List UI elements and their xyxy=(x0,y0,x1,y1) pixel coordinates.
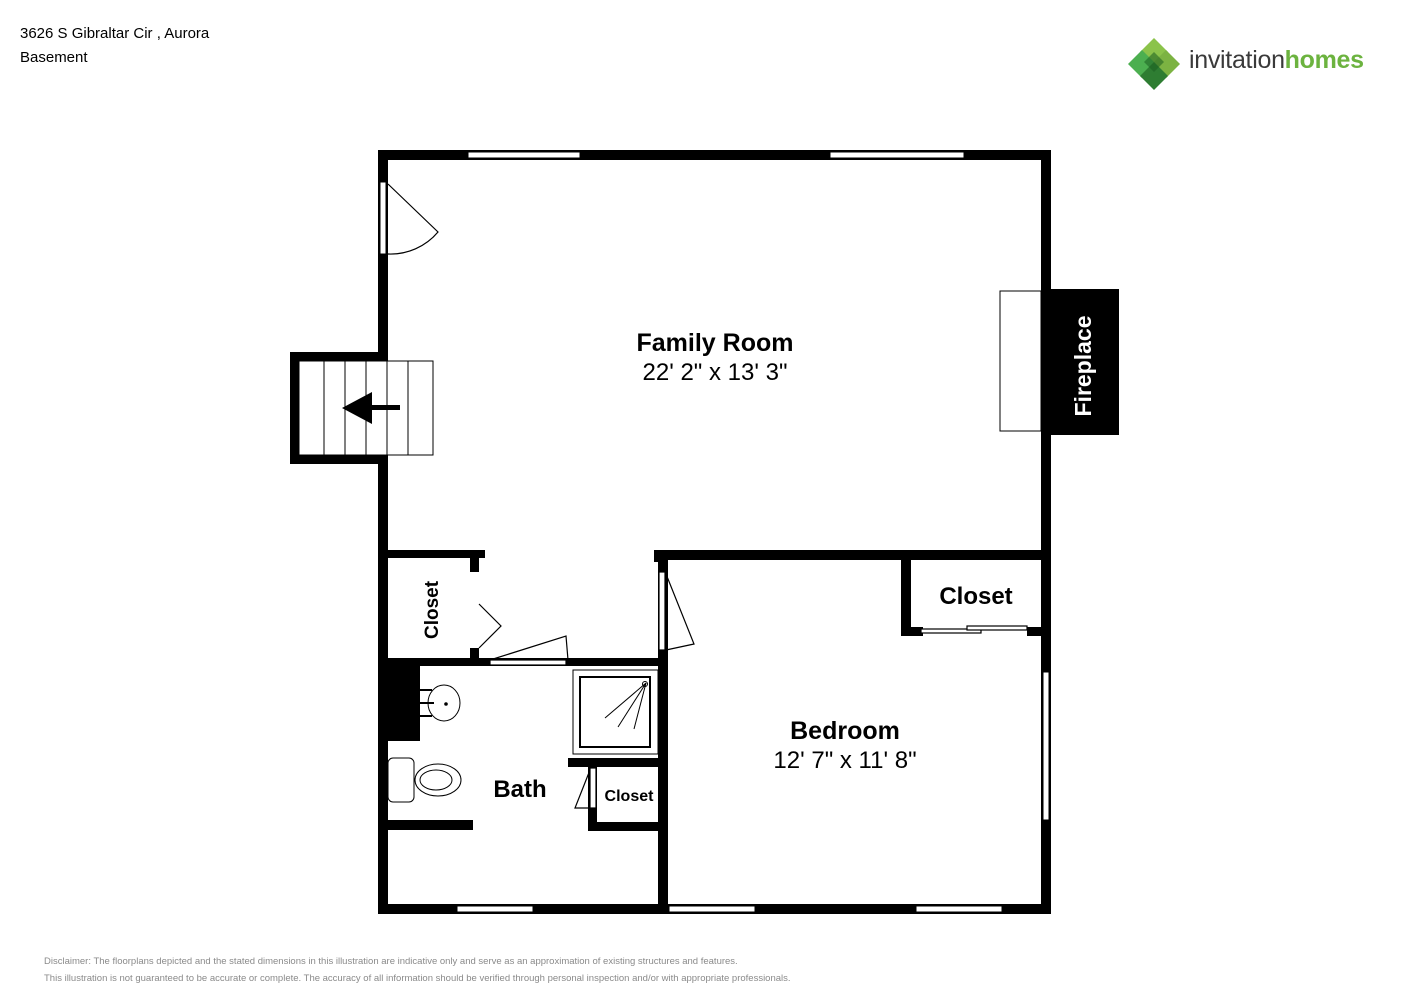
window xyxy=(1042,671,1050,821)
logo-wordmark: invitationhomes xyxy=(1189,46,1364,75)
sliding-door xyxy=(966,625,1028,631)
fireplace-label: Fireplace xyxy=(1070,316,1096,417)
door-swing xyxy=(489,635,569,661)
floor-label: Basement xyxy=(20,49,88,66)
door-leaf xyxy=(658,571,666,651)
disclaimer-line-2: This illustration is not guaranteed to b… xyxy=(44,973,791,984)
window xyxy=(668,905,756,913)
disclaimer: Disclaimer: The floorplans depicted and … xyxy=(44,953,791,987)
company-logo: invitationhomes xyxy=(1128,36,1388,92)
bath-closet-name: Closet xyxy=(605,788,655,805)
window xyxy=(915,905,1003,913)
door-opening xyxy=(379,181,387,255)
bath-name: Bath xyxy=(493,776,546,803)
door-leaf xyxy=(589,767,597,809)
fireplace-hearth xyxy=(999,290,1042,432)
header: 3626 S Gibraltar Cir , Aurora Basement xyxy=(20,22,209,70)
bedroom-closet-name: Closet xyxy=(939,583,1012,610)
toilet-icon xyxy=(387,757,462,803)
door-leaf xyxy=(489,659,567,666)
sliding-door xyxy=(920,628,982,634)
shower-icon xyxy=(572,669,659,755)
family-room-dims: 22' 2" x 13' 3" xyxy=(643,359,788,386)
logo-word-invitation: invitation xyxy=(1189,46,1285,74)
closet-door xyxy=(478,603,502,649)
bedroom-name: Bedroom xyxy=(790,717,900,745)
windows xyxy=(379,151,1050,913)
left-closet-name: Closet xyxy=(422,580,443,639)
stairs-arrow-icon xyxy=(342,392,400,424)
door-swing xyxy=(387,183,439,255)
window xyxy=(456,905,534,913)
disclaimer-line-1: Disclaimer: The floorplans depicted and … xyxy=(44,956,738,967)
bedroom-dims: 12' 7" x 11' 8" xyxy=(773,747,916,774)
window xyxy=(829,151,965,159)
window xyxy=(467,151,581,159)
logo-word-homes: homes xyxy=(1284,46,1364,74)
sink-icon xyxy=(420,684,461,722)
walls xyxy=(290,150,1119,914)
family-room-name: Family Room xyxy=(637,329,794,357)
door-swing xyxy=(574,769,591,809)
door-swing xyxy=(665,573,695,651)
address-text: 3626 S Gibraltar Cir , Aurora xyxy=(20,25,210,42)
logo-diamond-icon xyxy=(1128,38,1180,90)
doors xyxy=(387,183,1028,809)
